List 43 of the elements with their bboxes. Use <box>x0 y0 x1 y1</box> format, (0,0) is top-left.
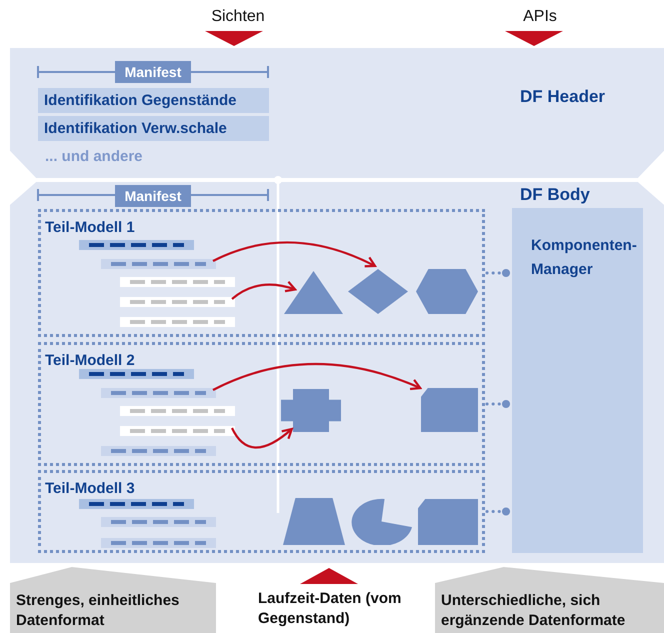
dash-bar <box>101 517 216 527</box>
note-shape <box>435 567 664 633</box>
manifest-tag: Manifest <box>115 185 191 207</box>
dotted-connector <box>486 507 510 516</box>
dash-bar <box>120 406 235 416</box>
note-shape <box>10 567 216 633</box>
body-band <box>10 182 664 563</box>
field-row: Identifikation Gegenstände <box>38 88 269 113</box>
model-heading: Teil-Modell 3 <box>45 480 135 497</box>
curved-arrow <box>231 280 296 300</box>
curved-arrow <box>212 241 376 268</box>
dotted-connector <box>486 400 510 408</box>
dotted-connector <box>486 268 510 278</box>
header-band <box>10 48 664 178</box>
curved-arrow <box>231 427 293 449</box>
curved-arrow <box>212 362 422 391</box>
dash-bar <box>101 259 216 269</box>
dash-bar <box>79 499 194 509</box>
note-text: Unterschiedliche, sich ergänzende Datenformate <box>441 591 626 632</box>
field-row: Identifikation Verw.schale <box>38 116 269 141</box>
dash-bar <box>101 388 216 398</box>
dash-bar <box>120 317 235 327</box>
section-heading: DF Header <box>520 87 606 107</box>
dash-bar <box>101 446 216 456</box>
dotted-model-box <box>38 209 485 337</box>
dash-bar <box>120 277 235 287</box>
model-heading: Teil-Modell 2 <box>45 352 135 369</box>
dotted-model-box <box>38 470 485 553</box>
dotted-model-box <box>38 342 485 466</box>
view-label: APIs <box>522 8 558 26</box>
manifest-tag: Manifest <box>115 61 191 83</box>
view-label: Laufzeit-Daten (vom Gegenstand) <box>258 589 402 630</box>
dash-bar <box>79 369 194 379</box>
dash-bar <box>120 297 235 307</box>
dash-bar <box>79 240 194 250</box>
section-heading: DF Body <box>520 185 590 205</box>
model-heading: Teil-Modell 1 <box>45 219 135 236</box>
note-text: Strenges, einheitliches Datenformat <box>16 591 180 632</box>
more-text: ... und andere <box>45 148 143 165</box>
manager-panel: Komponenten-Manager <box>512 208 643 553</box>
dash-bar <box>101 538 216 548</box>
dash-bar <box>120 426 235 436</box>
view-label: Sichten <box>210 8 266 26</box>
